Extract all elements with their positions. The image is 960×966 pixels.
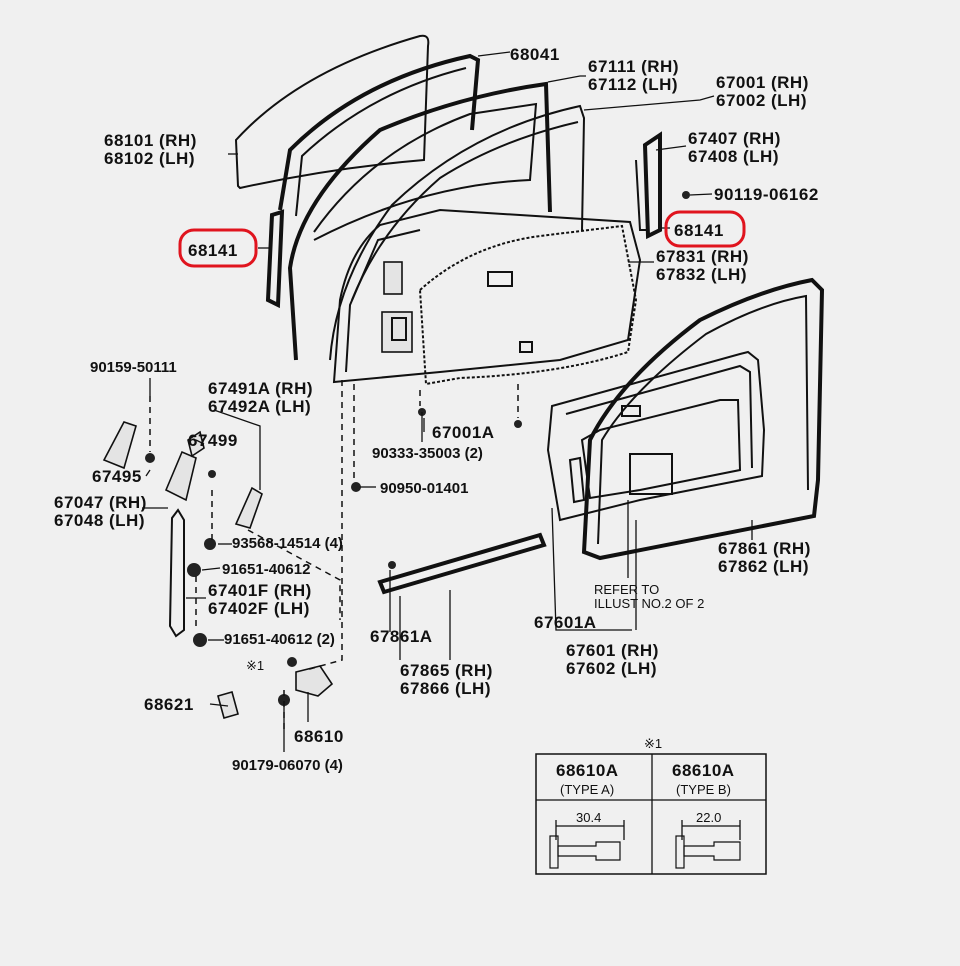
pin-type-b: 22.0: [675, 810, 741, 869]
table-left-part: 68610A: [556, 761, 619, 780]
glass-run-channel: [278, 53, 481, 217]
label-67862: 67862 (LH): [718, 557, 809, 576]
label-67048: 67048 (LH): [54, 511, 145, 530]
label-68141-right: 68141: [674, 221, 724, 240]
label-68101: 68101 (RH): [104, 131, 197, 150]
label-67001A: 67001A: [432, 423, 495, 442]
label-67407: 67407 (RH): [688, 129, 781, 148]
label-68141-left: 68141: [188, 241, 238, 260]
label-67401: 67401F (RH): [208, 581, 312, 600]
label-67831: 67831 (RH): [656, 247, 749, 266]
door-frame: [287, 81, 586, 361]
door-glass: [234, 34, 430, 190]
rear-channel: [635, 131, 690, 240]
small-parts-left: [102, 408, 522, 719]
label-67402: 67402F (LH): [208, 599, 310, 618]
belt-moulding: [377, 532, 547, 595]
label-67865: 67865 (RH): [400, 661, 493, 680]
dim-b: 22.0: [696, 810, 721, 825]
label-90950: 90950-01401: [380, 480, 468, 497]
door-inner-panel: [332, 208, 642, 384]
label-67408: 67408 (LH): [688, 147, 779, 166]
label-67491: 67491A (RH): [208, 379, 313, 398]
table-right-part: 68610A: [672, 761, 735, 780]
label-90179: 90179-06070 (4): [232, 757, 343, 774]
label-67111: 67111 (RH): [588, 57, 679, 76]
highlight-left: [178, 228, 258, 268]
refer-note-line2: ILLUST NO.2 OF 2: [594, 596, 704, 611]
label-68621: 68621: [144, 695, 194, 714]
label-90333: 90333-35003 (2): [372, 445, 483, 462]
part-labels: 68041 67111 (RH) 67112 (LH) 67001 (RH) 6…: [54, 45, 819, 774]
weatherstrip-left: [265, 209, 285, 309]
type-table: ※1 68610A (TYPE A) 68610A (TYPE B) 30.4 …: [535, 736, 767, 875]
service-hole-cover: [418, 224, 638, 386]
label-67499: 67499: [188, 431, 238, 450]
dim-a: 30.4: [576, 810, 601, 825]
label-67495: 67495: [92, 467, 142, 486]
label-68610: 68610: [294, 727, 344, 746]
highlight-right: [664, 210, 746, 248]
leader-lines: [142, 51, 753, 752]
door-trim: [546, 350, 766, 522]
label-67601A: 67601A: [534, 613, 597, 632]
label-67866: 67866 (LH): [400, 679, 491, 698]
label-67861A: 67861A: [370, 627, 433, 646]
label-67492: 67492A (LH): [208, 397, 311, 416]
refer-note-line1: REFER TO: [594, 582, 659, 597]
label-68102: 68102 (LH): [104, 149, 195, 168]
label-67832: 67832 (LH): [656, 265, 747, 284]
label-67602: 67602 (LH): [566, 659, 657, 678]
label-90159: 90159-50111: [90, 359, 177, 376]
label-91651b: 91651-40612 (2): [224, 631, 335, 648]
label-90119: 90119-06162: [714, 185, 819, 204]
table-right-type: (TYPE B): [676, 782, 731, 797]
door-weatherstrip: [581, 277, 825, 561]
label-67112: 67112 (LH): [588, 75, 678, 94]
label-91651a: 91651-40612: [222, 561, 310, 578]
label-67601: 67601 (RH): [566, 641, 659, 660]
label-93568: 93568-14514 (4): [232, 535, 343, 552]
pin-type-a: 30.4: [549, 810, 625, 869]
label-67047: 67047 (RH): [54, 493, 147, 512]
label-67861: 67861 (RH): [718, 539, 811, 558]
label-mark1: ※1: [246, 658, 264, 673]
table-left-type: (TYPE A): [560, 782, 614, 797]
label-67002: 67002 (LH): [716, 91, 807, 110]
label-68041: 68041: [510, 45, 560, 64]
label-67001: 67001 (RH): [716, 73, 809, 92]
table-mark: ※1: [644, 736, 662, 751]
